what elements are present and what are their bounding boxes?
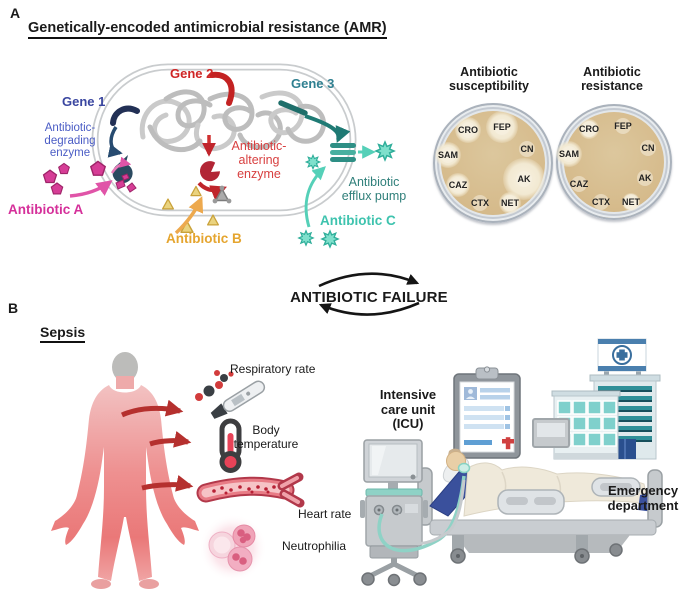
panel-a-label: A [10, 5, 21, 21]
respiratory-rate-label: Respiratory rate [230, 362, 316, 376]
antibiotic-disc-dot [637, 170, 653, 186]
antibiotic-disc-dot [581, 121, 597, 137]
degradation-arrow [110, 156, 132, 174]
hospital-building-icon [551, 338, 661, 460]
panel-b-label: B [8, 300, 19, 316]
human-body [51, 352, 199, 589]
antibiotic-a-entry-arrow [69, 180, 113, 198]
co2-molecule-icon [195, 370, 234, 401]
sepsis-illustration [51, 352, 305, 589]
gene3-arrow [304, 114, 351, 143]
antibiotic-disc-label: CAZ [448, 180, 468, 190]
efflux-pump-label: Antibiotic efflux pump [341, 175, 407, 203]
blood-vessel-icon [196, 472, 305, 508]
antibiotic-disc-label: CAZ [569, 179, 589, 189]
antibiotic-disc-label: AK [638, 173, 652, 183]
altered-molecule [212, 185, 232, 204]
bedside-monitor-icon [532, 418, 570, 448]
gene1-arrow [107, 126, 123, 158]
neutrophilia-label: Neutrophilia [282, 539, 347, 553]
medical-chart-icon [453, 366, 521, 459]
degrading-enzyme-label: Antibiotic- degrading enzyme [44, 122, 96, 159]
antibiotic-disc-label: SAM [559, 149, 579, 159]
gene3-label: Gene 3 [291, 76, 335, 91]
resistance-dish-title: Antibiotic resistance [581, 65, 643, 93]
altering-enzyme-shape [199, 161, 220, 182]
emergency-department-label: Emergency department [607, 483, 679, 513]
gene2-label: Gene 2 [170, 66, 214, 81]
antibiotic-disc-label: NET [501, 198, 519, 208]
antibiotic-disc-label: FEP [614, 121, 632, 131]
altering-enzyme-label: Antibiotic- altering enzyme [231, 139, 287, 181]
efflux-pump [330, 143, 356, 162]
petri-dish-resistance: CRO FEP CN SAM CAZ AK CTX NET [556, 104, 672, 220]
antibiotic-disc-label: NET [622, 197, 640, 207]
degraded-fragments [115, 173, 137, 193]
oxygen-mask [457, 462, 471, 474]
antibiotic-disc-dot [494, 119, 510, 135]
antibiotic-disc-dot [450, 177, 466, 193]
neutrophils-icon [199, 514, 267, 582]
antibiotic-b-label: Antibiotic B [166, 231, 242, 246]
ventilator [360, 439, 428, 587]
antibiotic-disc-dot [571, 176, 587, 192]
antibiotic-disc-dot [519, 141, 535, 157]
antibiotic-disc-dot [615, 118, 631, 134]
antibiotic-disc-dot [593, 194, 609, 210]
susceptibility-dish-title: Antibiotic susceptibility [449, 65, 529, 93]
antibiotic-disc-dot [561, 146, 577, 162]
sepsis-arrows [120, 399, 194, 492]
thermometer-icon [219, 418, 242, 473]
heart-rate-label: Heart rate [298, 507, 352, 521]
antibiotic-c-entry-arrow [304, 166, 326, 228]
antibiotic-disc-label: SAM [438, 150, 458, 160]
failure-cycle-arrows [318, 272, 420, 316]
antibiotic-disc-label: CN [520, 144, 534, 154]
breathing-tubes [377, 475, 466, 553]
gene2-segment [209, 71, 235, 106]
antibiotic-disc-label: CTX [471, 198, 489, 208]
antibiotic-disc-dot [460, 122, 476, 138]
icu-bed-scene [360, 439, 663, 587]
antibiotic-disc-dot [440, 147, 456, 163]
antibiotic-c-label: Antibiotic C [320, 213, 396, 228]
antibiotic-disc-dot [472, 195, 488, 211]
antibiotic-disc-label: CN [641, 143, 655, 153]
bacterium-cell-illustration [42, 63, 395, 248]
body-temperature-label: Body temperature [233, 423, 299, 451]
icu-label: Intensive care unit (ICU) [379, 387, 437, 431]
antibiotic-disc-dot [516, 171, 532, 187]
gene1-label: Gene 1 [62, 94, 106, 109]
antibiotic-disc-label: CRO [458, 125, 478, 135]
antibiotic-disc-dot [502, 195, 518, 211]
antibiotic-failure-label: ANTIBIOTIC FAILURE [290, 289, 448, 306]
antibiotic-disc-dot [640, 140, 656, 156]
antibiotic-disc-label: AK [517, 174, 531, 184]
antibiotic-b-entry-arrow [174, 196, 204, 235]
antibiotic-disc-label: FEP [493, 122, 511, 132]
hospital-bed [417, 448, 663, 564]
antibiotic-disc-label: CRO [579, 124, 599, 134]
antibiotic-a-label: Antibiotic A [8, 202, 84, 217]
antibiotic-disc-label: CTX [592, 197, 610, 207]
red-cross-icon [502, 437, 514, 450]
petri-dish-susceptibility: CRO FEP CN SAM CAZ AK CTX NET [433, 103, 553, 223]
gene3-segment [278, 100, 308, 116]
sepsis-title: Sepsis [40, 324, 86, 343]
antibiotic-disc-dot [623, 194, 639, 210]
digital-thermometer-icon [210, 380, 266, 419]
panel-a-title: Genetically-encoded antimicrobial resist… [28, 19, 387, 39]
gene1-segment [110, 105, 140, 126]
chromosome-dna [139, 89, 326, 152]
blood-cells [212, 485, 276, 495]
